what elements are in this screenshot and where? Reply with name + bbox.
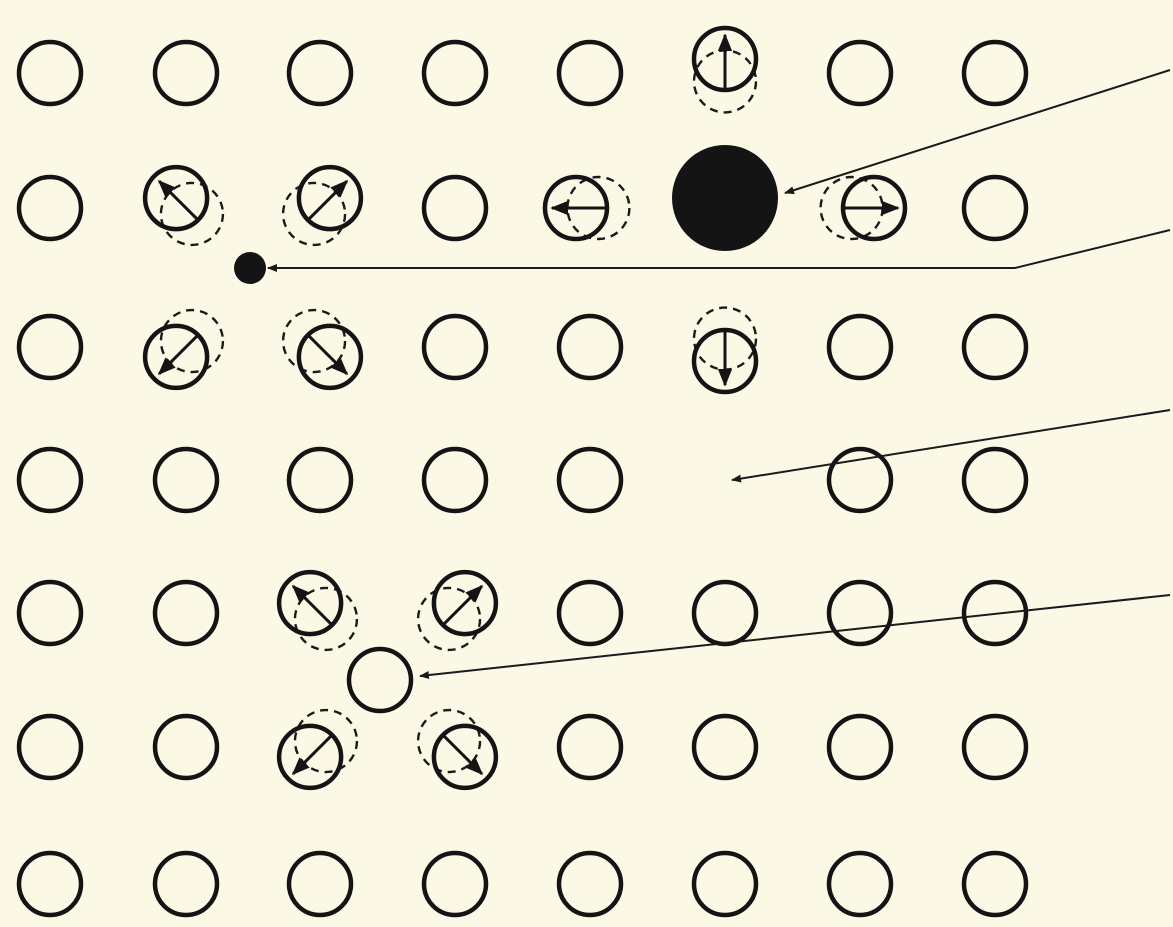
lattice-atom: [289, 42, 351, 104]
lattice-atom: [155, 582, 217, 644]
lattice-atom: [829, 853, 891, 915]
lattice-atom: [19, 316, 81, 378]
lattice-atom: [829, 716, 891, 778]
lattice-atom: [19, 582, 81, 644]
regular-atoms-group: [19, 42, 1026, 915]
interstitial-impurity-atom: [234, 252, 266, 284]
lattice-atom: [19, 449, 81, 511]
lattice-atom: [559, 716, 621, 778]
lattice-atom: [559, 582, 621, 644]
lattice-atom: [694, 716, 756, 778]
defect-pointer-line: [732, 410, 1170, 480]
lattice-atom: [694, 853, 756, 915]
lattice-atom: [964, 449, 1026, 511]
lattice-atom: [424, 42, 486, 104]
lattice-atom: [424, 853, 486, 915]
lattice-atom: [155, 716, 217, 778]
lattice-atom: [19, 177, 81, 239]
lattice-atom: [964, 177, 1026, 239]
lattice-atom: [155, 42, 217, 104]
lattice-atom: [694, 582, 756, 644]
lattice-atom: [829, 582, 891, 644]
lattice-atom: [829, 42, 891, 104]
lattice-atom: [424, 316, 486, 378]
lattice-atom: [829, 449, 891, 511]
lattice-atom: [155, 449, 217, 511]
lattice-atom: [155, 853, 217, 915]
lattice-atom: [19, 853, 81, 915]
lattice-atom: [964, 716, 1026, 778]
lattice-atom: [424, 177, 486, 239]
lattice-atom: [19, 42, 81, 104]
lattice-atom: [289, 853, 351, 915]
lattice-atom: [19, 716, 81, 778]
substitutional-impurity-atom: [672, 145, 778, 251]
defect-pointer-line: [420, 595, 1170, 676]
lattice-atom: [964, 853, 1026, 915]
lattice-atom: [424, 449, 486, 511]
lattice-atom: [829, 316, 891, 378]
lattice-atom: [964, 316, 1026, 378]
self-interstitial-atom: [349, 649, 411, 711]
lattice-atom: [559, 449, 621, 511]
lattice-atom: [559, 42, 621, 104]
lattice-atom: [559, 316, 621, 378]
defect-pointer-line: [785, 70, 1170, 193]
lattice-atom: [289, 449, 351, 511]
lattice-atom: [964, 42, 1026, 104]
lattice-atom: [559, 853, 621, 915]
displaced-atoms-group: [145, 28, 905, 788]
